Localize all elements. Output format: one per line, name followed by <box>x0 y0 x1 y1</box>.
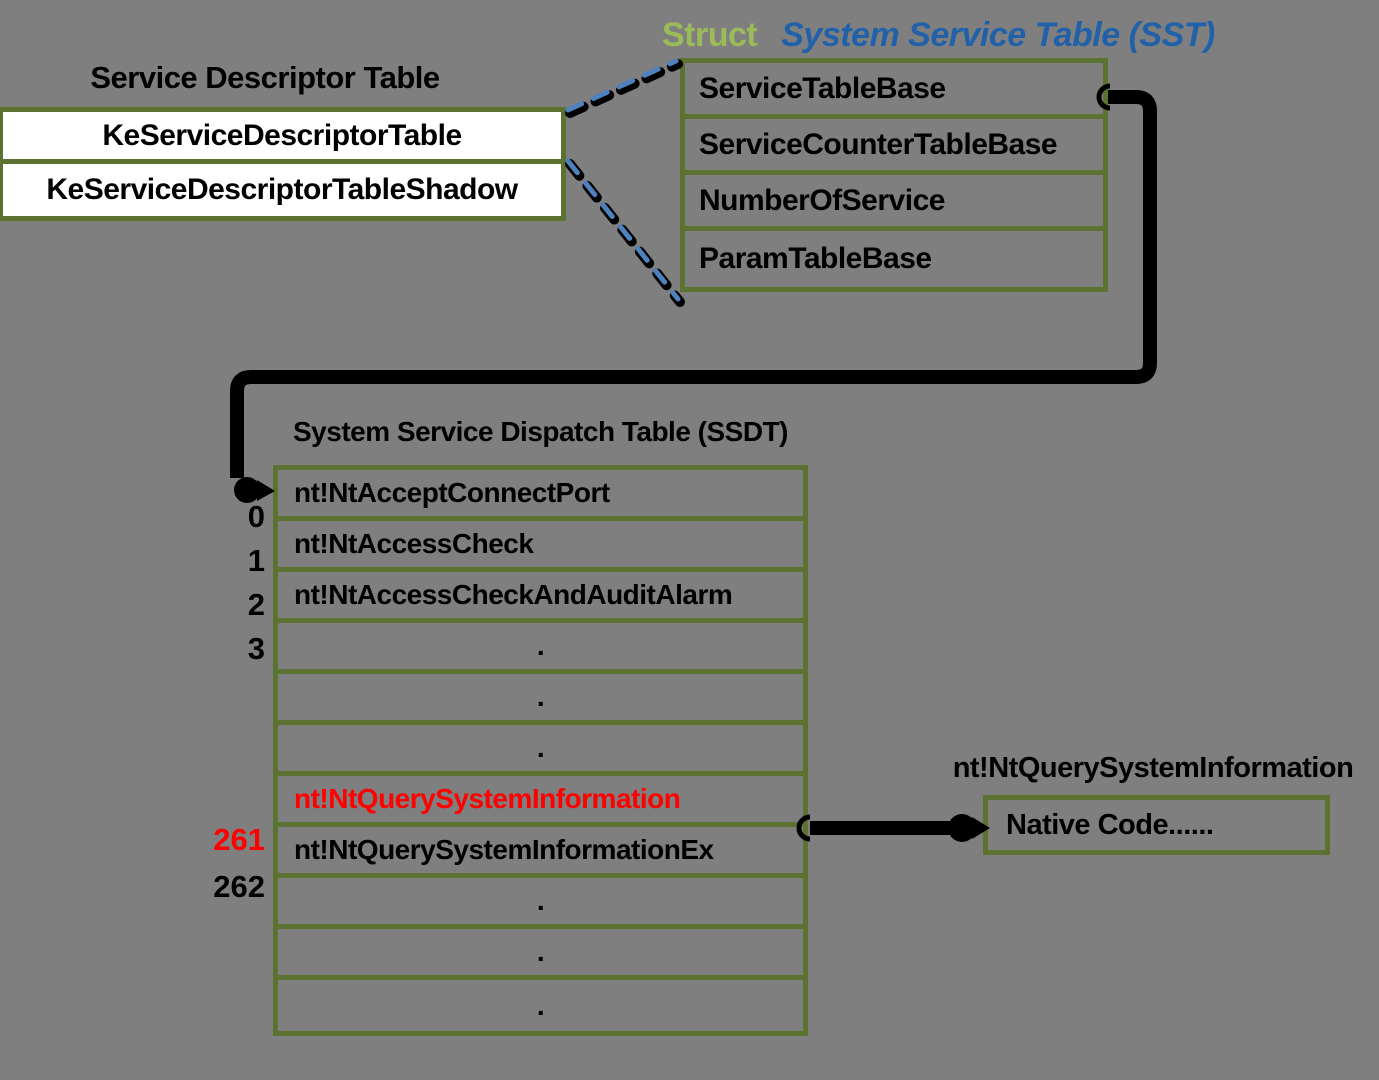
sdt-row-keservicedescriptortableshadow: KeServiceDescriptorTableShadow <box>3 164 561 216</box>
ssdt-table: nt!NtAcceptConnectPort nt!NtAccessCheck … <box>273 465 808 1036</box>
service-descriptor-table-title: Service Descriptor Table <box>90 60 440 95</box>
ssdt-row-261-highlighted: nt!NtQuerySystemInformation <box>278 776 803 827</box>
sst-row-paramtablebase: ParamTableBase <box>699 242 932 275</box>
sst-row-servicecountertablebase: ServiceCounterTableBase <box>685 119 1103 175</box>
ssdt-index-0: 0 <box>247 499 265 534</box>
ssdt-title: System Service Dispatch Table (SSDT) <box>293 416 789 447</box>
ssdt-row-10: . <box>536 989 545 1021</box>
sdt-to-sst-dashed-pointer-1-blue <box>565 58 679 113</box>
ssdt-row-9: . <box>278 929 803 980</box>
ssdt-row-0: nt!NtAcceptConnectPort <box>278 470 803 521</box>
ssdt-row-262: nt!NtQuerySystemInformationEx <box>278 827 803 878</box>
sst-struct-keyword: Struct <box>662 16 758 54</box>
ssdt-index-2: 2 <box>247 587 265 622</box>
sdt-to-sst-dashed-pointer-2-blue <box>565 158 681 302</box>
ssdt-row-8: . <box>278 878 803 929</box>
native-code-label: Native Code...... <box>1006 808 1214 841</box>
ssdt-row-4: . <box>278 674 803 725</box>
service-descriptor-table: KeServiceDescriptorTable KeServiceDescri… <box>0 107 566 221</box>
sst-header: Struct System Service Table (SST) <box>662 16 1215 55</box>
sst-title: System Service Table (SST) <box>781 16 1215 54</box>
native-code-box: Native Code...... <box>983 795 1330 855</box>
ssdt-row-2: nt!NtAccessCheckAndAuditAlarm <box>278 572 803 623</box>
native-code-title: nt!NtQuerySystemInformation <box>952 752 1354 784</box>
ssdt-row-5: . <box>278 725 803 776</box>
system-service-table: ServiceTableBase ServiceCounterTableBase… <box>680 58 1108 292</box>
sdt-to-sst-dashed-pointer-1 <box>565 59 683 118</box>
sdt-to-sst-dashed-pointer-2 <box>565 159 685 307</box>
ssdt-index-261: 261 <box>213 822 265 857</box>
ssdt-row-1: nt!NtAccessCheck <box>278 521 803 572</box>
sdt-row-keservicedescriptortable: KeServiceDescriptorTable <box>3 112 561 164</box>
ssdt-row-3: . <box>278 623 803 674</box>
sst-row-numberofservice: NumberOfService <box>685 175 1103 231</box>
ssdt-index-1: 1 <box>247 543 265 578</box>
ssdt-index-262: 262 <box>213 869 265 904</box>
native-arrowhead-dot <box>948 814 976 842</box>
sst-row-servicetablebase: ServiceTableBase <box>685 63 1103 119</box>
ssdt-index-3: 3 <box>247 631 265 666</box>
